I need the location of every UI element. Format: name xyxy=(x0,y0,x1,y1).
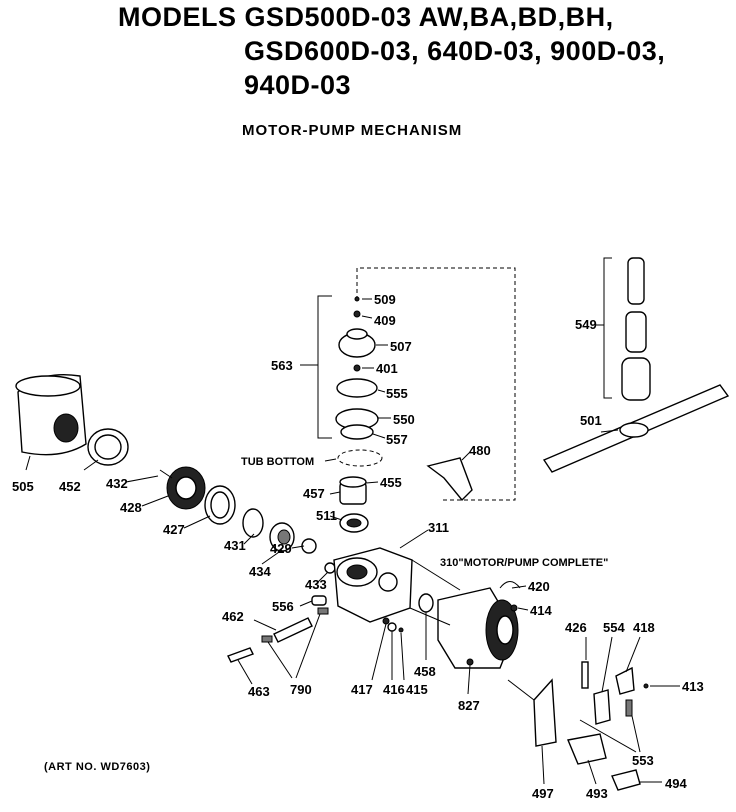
part-505-housing xyxy=(15,374,87,456)
part-label: 827 xyxy=(458,698,480,713)
part-label: 431 xyxy=(224,538,246,553)
part-434 xyxy=(301,538,317,554)
part-label: 790 xyxy=(290,682,312,697)
part-label: 563 xyxy=(271,358,293,373)
part-549-spray-tower xyxy=(621,257,651,401)
part-463-pin xyxy=(227,647,254,663)
part-label: 457 xyxy=(303,486,325,501)
part-label: 455 xyxy=(380,475,402,490)
part-462-tube xyxy=(273,617,313,643)
part-label: 434 xyxy=(249,564,271,579)
part-label: 458 xyxy=(414,664,436,679)
diagram-subtitle: MOTOR-PUMP MECHANISM xyxy=(242,122,463,139)
part-415 xyxy=(398,627,404,633)
part-label: 549 xyxy=(575,317,597,332)
part-458-seal xyxy=(418,593,434,613)
part-426 xyxy=(581,661,589,689)
part-511 xyxy=(339,513,369,533)
part-label: 418 xyxy=(633,620,655,635)
bracket-563 xyxy=(300,295,332,439)
part-label: 553 xyxy=(632,753,654,768)
part-827 xyxy=(466,658,474,666)
part-494 xyxy=(611,769,641,791)
part-790-spring xyxy=(261,635,273,643)
part-label: 428 xyxy=(120,500,142,515)
part-420-spring xyxy=(499,581,521,589)
part-493 xyxy=(567,733,607,765)
part-label: 432 xyxy=(106,476,128,491)
part-label: 555 xyxy=(386,386,408,401)
part-label: 507 xyxy=(390,339,412,354)
part-418 xyxy=(615,666,635,695)
part-790-spring xyxy=(317,607,329,615)
part-label: 494 xyxy=(665,776,687,791)
part-label: 415 xyxy=(406,682,428,697)
part-label: 420 xyxy=(528,579,550,594)
part-label: 401 xyxy=(376,361,398,376)
part-455-collar xyxy=(339,476,367,505)
part-label: 426 xyxy=(565,620,587,635)
part-label: 509 xyxy=(374,292,396,307)
tub-bottom-ring xyxy=(337,449,383,467)
part-429-hub xyxy=(269,522,295,552)
part-label: 311 xyxy=(428,520,449,535)
part-414 xyxy=(510,604,518,612)
art-number: (ART NO. WD7603) xyxy=(44,761,151,773)
part-556 xyxy=(311,595,327,606)
part-label: 463 xyxy=(248,684,270,699)
page-title-line-2: GSD600D-03, 640D-03, 900D-03, xyxy=(244,36,666,66)
part-428-impeller xyxy=(159,466,206,510)
page-title-line-3: 940D-03 xyxy=(244,70,352,100)
part-401 xyxy=(353,364,361,372)
part-554 xyxy=(593,689,611,725)
part-427-ring xyxy=(204,485,236,525)
part-555-ring xyxy=(336,378,378,398)
part-label: 427 xyxy=(163,522,185,537)
part-452-clamp xyxy=(87,428,129,466)
dashed-connector xyxy=(356,267,516,501)
part-label: 413 xyxy=(682,679,704,694)
part-label: 497 xyxy=(532,786,554,801)
part-label: 505 xyxy=(12,479,34,494)
part-431-ring xyxy=(242,508,264,538)
part-label: 493 xyxy=(586,786,608,801)
part-310-motor xyxy=(409,559,519,669)
part-label: 480 xyxy=(469,443,491,458)
part-label: 416 xyxy=(383,682,405,697)
part-label: 550 xyxy=(393,412,415,427)
part-311-pump-housing xyxy=(333,547,413,623)
part-label: 433 xyxy=(305,577,327,592)
part-label: 556 xyxy=(272,599,294,614)
part-409 xyxy=(353,310,361,318)
part-416 xyxy=(387,622,397,632)
part-label: 417 xyxy=(351,682,373,697)
part-label: 511 xyxy=(316,508,337,523)
tub-bottom-label: TUB BOTTOM xyxy=(241,456,314,468)
part-507 xyxy=(338,328,376,358)
part-509 xyxy=(354,296,360,302)
leader-lines xyxy=(25,298,680,785)
part-480 xyxy=(426,457,473,502)
part-553 xyxy=(625,699,633,717)
part-label: 409 xyxy=(374,313,396,328)
motor-pump-label: 310"MOTOR/PUMP COMPLETE" xyxy=(440,557,608,569)
part-label: 429 xyxy=(270,541,292,556)
part-413 xyxy=(643,683,649,689)
part-label: 557 xyxy=(386,432,408,447)
part-497-bracket xyxy=(533,678,557,747)
part-433-washer xyxy=(324,562,336,574)
page-title: MODELS GSD500D-03 AW,BA,BD,BH, xyxy=(118,2,614,32)
part-550 xyxy=(335,408,379,440)
part-label: 414 xyxy=(530,603,552,618)
part-label: 452 xyxy=(59,479,81,494)
part-417 xyxy=(382,617,390,625)
part-label: 554 xyxy=(603,620,625,635)
part-label: 501 xyxy=(580,413,602,428)
part-label: 462 xyxy=(222,609,244,624)
